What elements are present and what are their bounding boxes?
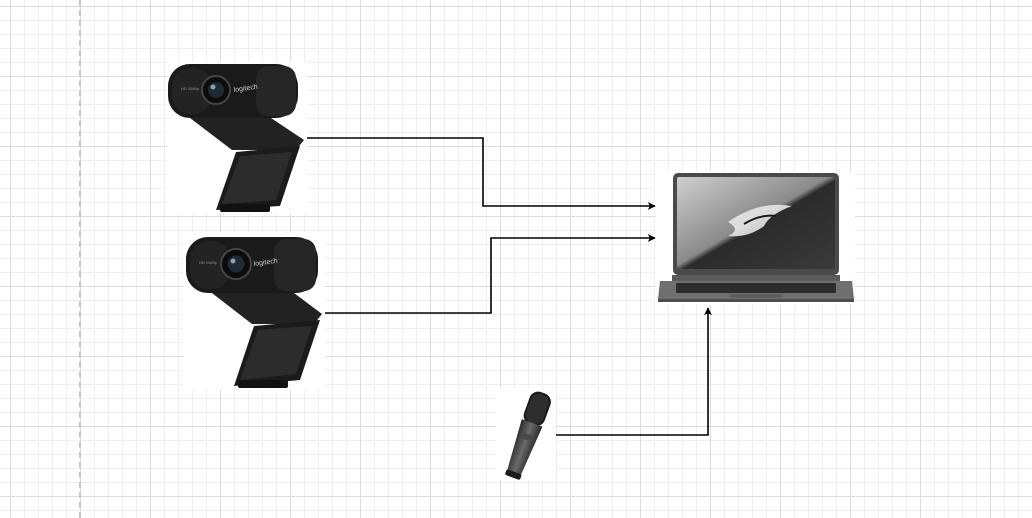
connector-webcam-1-to-laptop[interactable] xyxy=(307,137,656,210)
laptop[interactable] xyxy=(658,173,854,302)
webcam-1-badge: HD 1080p xyxy=(181,86,200,91)
webcam-2-brand-label: logitech xyxy=(253,258,278,268)
webcam-2[interactable]: logitech HD 1080p xyxy=(186,237,322,388)
connector-microphone-to-laptop[interactable] xyxy=(556,307,712,436)
microphone-icon xyxy=(505,391,551,480)
page-boundary-guide xyxy=(79,0,81,518)
webcam-1[interactable]: logitech HD 1080p xyxy=(168,64,304,212)
webcam-icon: logitech HD 1080p xyxy=(168,64,304,212)
webcam-2-badge: HD 1080p xyxy=(199,260,218,265)
microphone[interactable] xyxy=(502,389,553,481)
webcam-icon: logitech HD 1080p xyxy=(186,237,322,388)
webcam-1-brand-label: logitech xyxy=(233,84,258,94)
laptop-icon xyxy=(658,173,854,302)
connector-webcam-2-to-laptop[interactable] xyxy=(325,234,656,314)
